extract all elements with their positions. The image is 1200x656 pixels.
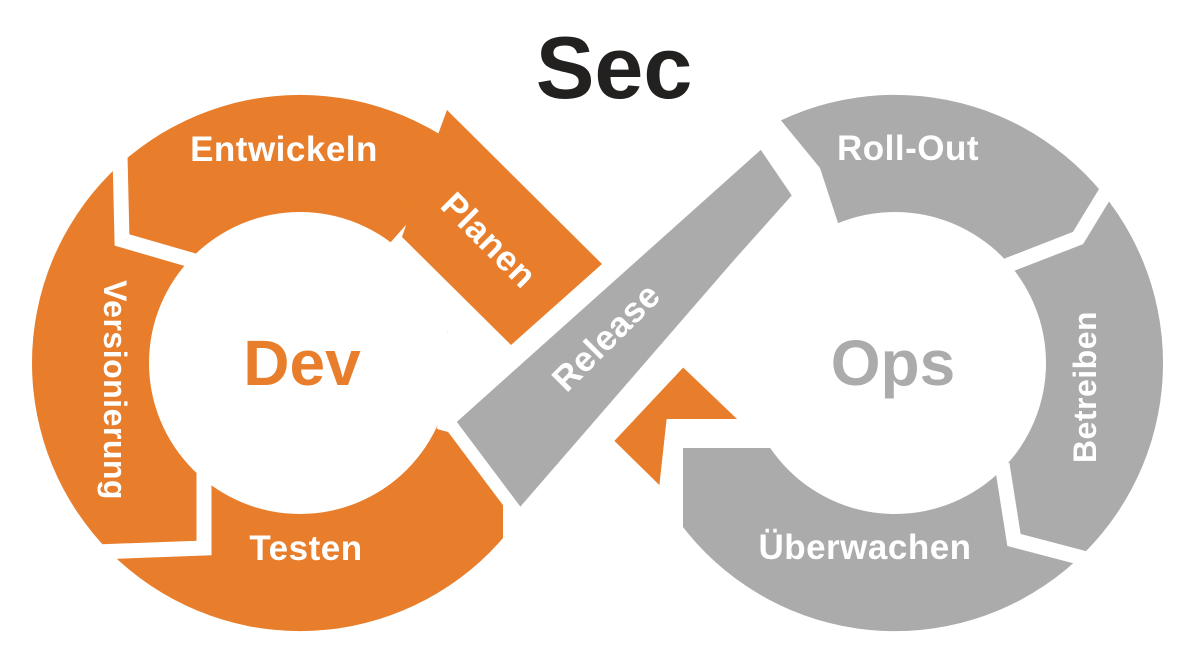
gap-entwickeln-versionierung bbox=[112, 154, 201, 270]
label-betreiben: Betreiben bbox=[1067, 311, 1103, 463]
label-testen: Testen bbox=[249, 529, 362, 568]
gap-betreiben-ueberwachen bbox=[994, 462, 1100, 570]
gap-versionierung-testen bbox=[95, 466, 212, 560]
sec-title: Sec bbox=[536, 18, 693, 117]
label-rollout: Roll-Out bbox=[837, 129, 979, 168]
label-ueberwachen: Überwachen bbox=[758, 528, 971, 567]
dev-center-label: Dev bbox=[243, 327, 361, 399]
planen-band bbox=[402, 110, 602, 345]
gap-rollout-betreiben bbox=[1003, 188, 1113, 273]
ops-center-label: Ops bbox=[831, 327, 955, 399]
label-versionierung: Versionierung bbox=[97, 280, 133, 500]
dev-flow-chevron-arrow bbox=[597, 350, 767, 511]
label-entwickeln: Entwickeln bbox=[190, 130, 378, 169]
release-band bbox=[439, 130, 809, 528]
